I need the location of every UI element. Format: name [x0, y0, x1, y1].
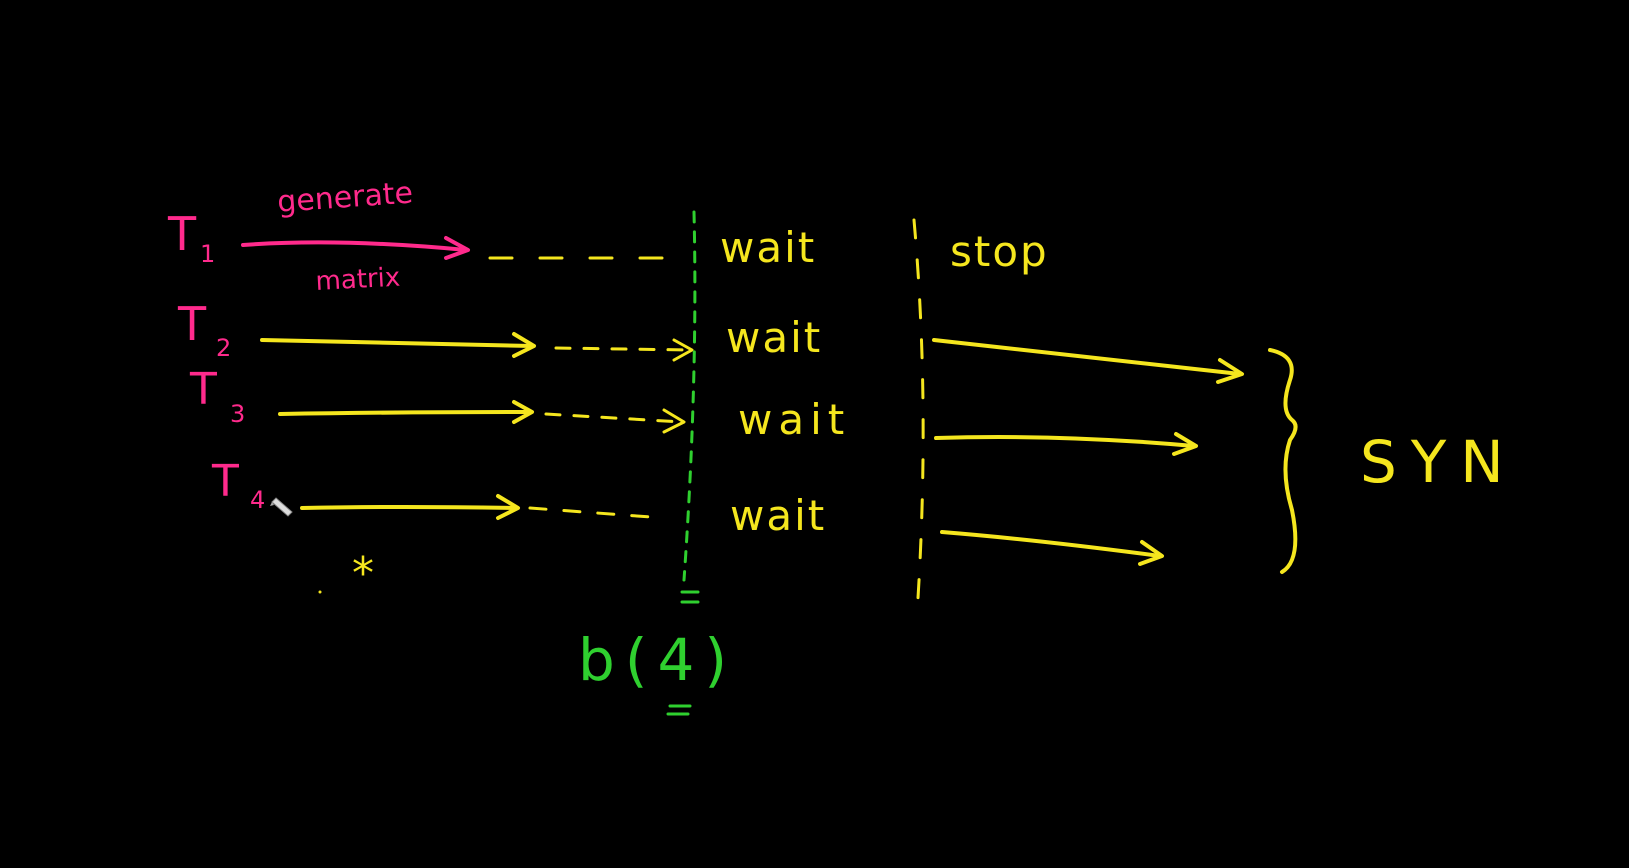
svg-text:4: 4 [250, 486, 265, 514]
thread-t2-label: T 2 [177, 297, 231, 362]
t1-wait-label: wait [720, 223, 816, 272]
dot-mark [318, 590, 322, 594]
svg-text:T: T [177, 297, 207, 351]
svg-text:2: 2 [216, 334, 231, 362]
post-stop-arrow-3 [940, 530, 1164, 566]
t4-arrow [300, 494, 520, 520]
barrier-underline-top [680, 590, 700, 604]
t3-dashed-arrow [544, 408, 686, 434]
post-stop-arrow-2 [934, 432, 1198, 456]
t1-arrow [241, 236, 470, 260]
sync-brace [1268, 348, 1298, 574]
stop-label: stop [950, 227, 1049, 276]
t3-wait-label: wait [738, 395, 850, 444]
t4-dashed-line [528, 506, 666, 520]
post-stop-arrow-1 [932, 338, 1244, 384]
svg-text:T: T [211, 456, 239, 507]
svg-text:T: T [189, 364, 217, 415]
t3-arrow [278, 400, 534, 424]
t4-wait-label: wait [730, 491, 826, 540]
thread-t4-label: T 4 [211, 456, 265, 514]
svg-text:1: 1 [200, 240, 215, 268]
barrier-label-underline [666, 704, 692, 716]
barrier-label: b(4) [578, 626, 737, 694]
t2-arrow [260, 332, 536, 358]
pencil-cursor-icon [270, 497, 293, 517]
thread-t1-label: T 1 [167, 207, 215, 268]
t2-wait-label: wait [726, 313, 822, 362]
asterisk-mark: * [352, 548, 374, 599]
stop-line [912, 218, 925, 600]
svg-text:T: T [167, 207, 197, 261]
matrix-label: matrix [315, 263, 401, 297]
t2-dashed-arrow [554, 338, 694, 362]
barrier-line [682, 210, 697, 582]
sync-label: SYN [1360, 428, 1518, 496]
thread-t3-label: T 3 [189, 364, 245, 428]
svg-text:3: 3 [230, 400, 245, 428]
